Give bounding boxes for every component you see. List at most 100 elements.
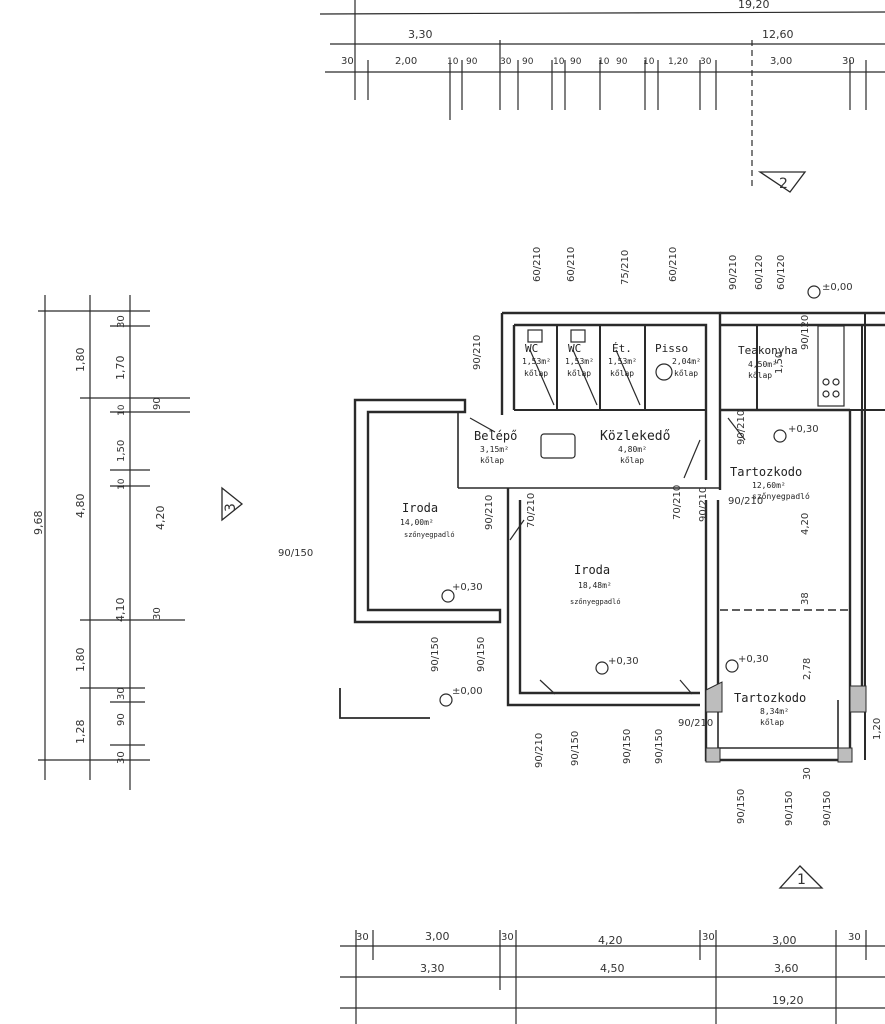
room-area: 14,00m²: [400, 518, 434, 527]
dim-label: 4,50: [600, 962, 625, 975]
section-cut-line: [339, 688, 430, 719]
dim-label: 19,20: [772, 994, 804, 1007]
toilet-fixture: [570, 329, 586, 343]
room-name: Belépő: [474, 429, 517, 443]
level-label: +0,30: [738, 654, 769, 665]
room-area: 1,53m²: [608, 357, 637, 366]
room-area: 12,60m²: [752, 481, 786, 490]
opening-label: 60/210: [566, 247, 577, 282]
dim-label: 3,00: [425, 930, 450, 943]
dim-label: 3,30: [408, 28, 433, 41]
section-number: 3: [223, 503, 239, 512]
dim-label: 30: [702, 932, 715, 943]
room-area: 18,48m²: [578, 581, 612, 590]
opening-label: 4,20: [800, 513, 811, 535]
dim-label: 10: [447, 57, 459, 67]
room-area: 1,53m²: [565, 357, 594, 366]
level-marker: [441, 589, 455, 603]
room-name: WC: [525, 342, 538, 355]
opening-label: 70/210: [672, 485, 683, 520]
door-swing: [679, 679, 693, 695]
room-tartozkodo-2: Tartozkodo 8,34m² kőlap: [734, 691, 806, 727]
dim-label: 90: [466, 57, 478, 67]
wall-porch: [704, 690, 852, 762]
dim-label: 12,60: [762, 28, 794, 41]
dim-label: 1,20: [668, 57, 688, 67]
dim-label: 10: [117, 478, 127, 490]
room-floor: kőlap: [674, 369, 698, 378]
door-swing: [683, 439, 701, 479]
room-floor: kőlap: [760, 718, 784, 727]
level-label: +0,30: [788, 424, 819, 435]
column-fill: [849, 685, 867, 713]
opening-label: 75/210: [620, 250, 631, 285]
dim-label: 10: [598, 57, 610, 67]
section-number: 2: [779, 176, 788, 192]
door-swing: [509, 519, 525, 541]
door-swing: [539, 679, 556, 695]
wall-main-office: [506, 488, 700, 707]
room-name: Közlekedő: [600, 429, 670, 444]
opening-label: 90/210: [678, 718, 713, 729]
stove-burner: [832, 390, 840, 398]
opening-label: 60/210: [532, 247, 543, 282]
door-swing: [469, 417, 496, 433]
opening-label: 1,20: [872, 718, 883, 740]
room-area: 1,53m²: [522, 357, 551, 366]
room-teakonyha: Teakonyha 4,50m² kőlap: [738, 344, 798, 380]
level-label: +0,30: [452, 582, 483, 593]
section-number: 1: [797, 872, 806, 888]
opening-label: 90/150: [622, 729, 633, 764]
opening-label: 90/150: [476, 637, 487, 672]
room-wc-1: WC 1,53m² kőlap: [522, 342, 551, 378]
opening-label: 90/210: [472, 335, 483, 370]
opening-label: 90/210: [736, 410, 747, 445]
door-swing: [727, 417, 746, 441]
room-floor: szőnyegpadló: [752, 491, 810, 501]
level-marker: [807, 285, 821, 299]
room-wc-2: WC 1,53m² kőlap: [565, 342, 594, 378]
level-marker: [595, 661, 609, 675]
opening-label: 90/150: [278, 548, 313, 559]
opening-label: 90/150: [430, 637, 441, 672]
opening-label: 60/210: [668, 247, 679, 282]
column-fill: [705, 681, 723, 713]
opening-label: 90/210: [728, 255, 739, 290]
opening-label: 90/150: [736, 789, 747, 824]
dim-label: 90: [570, 57, 582, 67]
room-floor: kőlap: [748, 371, 772, 380]
level-label: ±0,00: [452, 686, 483, 697]
dim-label: 4,20: [598, 934, 623, 947]
room-tartozkodo-1: Tartozkodo 12,60m² szőnyegpadló: [730, 465, 810, 501]
dim-label: 30: [116, 751, 127, 764]
stove-burner: [822, 390, 830, 398]
opening-label: 90/150: [784, 791, 795, 826]
dim-label: 10: [117, 404, 127, 416]
dim-label: 1,80: [74, 648, 87, 673]
dim-label: 1,70: [114, 356, 127, 381]
dim-label: 4,20: [154, 506, 167, 531]
sink-fixture: [540, 433, 576, 459]
room-floor: szőnyegpadló: [570, 597, 621, 606]
room-name: Pisso: [655, 342, 688, 355]
room-pisso: Pisso 2,04m² kőlap: [655, 342, 701, 378]
room-name: Tartozkodo: [730, 465, 802, 479]
opening-label: 90/150: [822, 791, 833, 826]
room-floor: kőlap: [620, 456, 644, 465]
opening-label: 90/150: [654, 729, 665, 764]
wall-left-office: [353, 398, 502, 624]
opening-label: 30: [802, 767, 813, 780]
opening-label: 70/210: [526, 493, 537, 528]
dim-label: 30: [500, 57, 512, 67]
room-area: 2,04m²: [672, 357, 701, 366]
opening-label: 90/210: [534, 733, 545, 768]
dim-label: 2,00: [395, 56, 417, 67]
dim-label: 1,28: [74, 720, 87, 745]
stove-burner: [822, 378, 830, 386]
opening-label: 1,50: [774, 352, 785, 374]
level-label: ±0,00: [822, 282, 853, 293]
room-name: Ét.: [612, 342, 632, 355]
room-kozlekedo: Közlekedő 4,80m² kőlap: [600, 429, 670, 465]
column-fill: [837, 747, 853, 763]
dim-label: 30: [152, 607, 163, 620]
